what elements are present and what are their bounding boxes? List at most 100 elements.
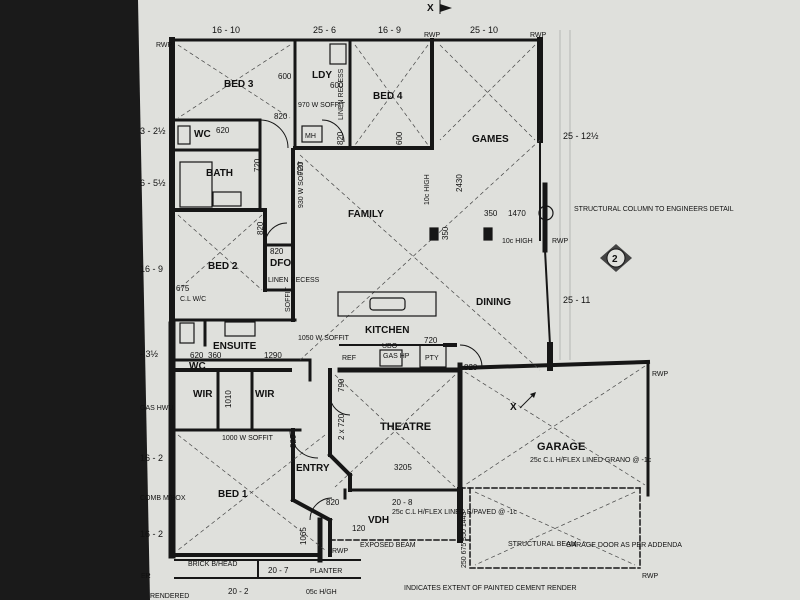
dimension-labels: 16 - 10 25 - 6 16 - 9 25 - 10 25 - 12½ 2… (140, 25, 599, 596)
room-vdh: VDH (368, 515, 389, 526)
note-mh: MH (305, 133, 316, 140)
dim-dining-depth: 25 - 11 (563, 295, 590, 305)
dim-bottom-20-7: 20 - 7 (268, 566, 289, 575)
dim-675: 675 (176, 284, 190, 293)
dim-820-entry: 820 (289, 434, 298, 448)
door-swings (259, 119, 483, 521)
dim-820-vdh: 820 (326, 498, 340, 507)
note-north-x: X (427, 3, 434, 14)
dim-820-ldy: 820 (336, 131, 345, 145)
room-kitchen: KITCHEN (365, 325, 409, 336)
dim-games-depth: 25 - 12½ (563, 131, 599, 141)
room-wc-upper: WC (194, 129, 211, 140)
note-rwp-4: RWP (552, 238, 569, 245)
north-marker (439, 0, 452, 14)
dim-left-16-2a: 16 - 2 (140, 453, 163, 463)
note-gas-hp: GAS HP (383, 353, 410, 360)
dim-bed3-width: 16 - 10 (212, 25, 240, 35)
dim-820-bed3: 820 (274, 112, 288, 121)
room-entry: ENTRY (296, 463, 330, 474)
note-rwp-5: RWP (652, 371, 669, 378)
dim-bed4-width: 16 - 9 (378, 25, 401, 35)
ldy-tub-fixture (329, 43, 347, 65)
kitchen-island-fixture (337, 291, 437, 317)
note-structural-column: STRUCTURAL COLUMN TO ENGINEERS DETAIL (574, 206, 734, 213)
hotplate-fixture (379, 349, 403, 367)
ceiling-diagonals (177, 44, 646, 566)
dim-left-16-2b: 16 - 2 (140, 529, 163, 539)
dim-620-ens: 620 (190, 351, 204, 360)
garage-x-marker (519, 392, 536, 409)
room-games: GAMES (472, 134, 509, 145)
dim-600-ldy: 600 (330, 81, 344, 90)
note-cl-wc: C.L W/C (180, 296, 206, 303)
dim-600-bed4: 600 (395, 131, 404, 145)
dim-vdh-width: 20 - 8 (392, 498, 413, 507)
dim-360: 360 (208, 351, 222, 360)
column-fixture-a (429, 227, 439, 241)
note-soffit-930: 930 W SOFFIT (298, 160, 305, 208)
dim-720-fam: 720 (296, 161, 305, 175)
column-fixture-b (483, 227, 493, 241)
dim-1065: 1065 (299, 527, 308, 545)
walls (168, 37, 651, 579)
note-rwp-2: RWP (424, 32, 441, 39)
fixtures (177, 43, 554, 368)
room-labels: BED 3 LDY BED 4 GAMES WC BATH FAMILY BED… (189, 70, 585, 526)
note-bottom-er: ER (141, 573, 151, 580)
room-ensuite: ENSUITE (213, 341, 257, 352)
note-structural-beam: STRUCTURAL BEAM (508, 541, 577, 548)
annotation-notes: RWP RWP RWP RWP RWP RWP RWP 970 W SOFFIT… (140, 3, 734, 600)
pantry-fixture (419, 344, 447, 368)
sink-fixture (369, 297, 406, 311)
room-dfo: DFO (270, 258, 291, 269)
dim-left-16-9: 16 - 9 (140, 264, 163, 274)
note-planter: PLANTER (310, 568, 342, 575)
dim-350b: 350 (441, 226, 450, 240)
note-10c-high-1: 10c HIGH (424, 174, 431, 205)
toilet-fixture-lower (179, 322, 195, 344)
vanity-fixture (212, 191, 242, 207)
room-wc-lower: WC (189, 361, 206, 372)
note-ubo: UBO (382, 343, 398, 350)
dim-1010: 1010 (224, 390, 233, 408)
dim-600-bed3: 600 (278, 72, 292, 81)
dim-games-width: 25 - 10 (470, 25, 498, 35)
room-bed4: BED 4 (373, 91, 403, 102)
dim-620-wc: 620 (216, 126, 230, 135)
ensuite-basin-fixture (224, 321, 256, 337)
room-theatre: THEATRE (380, 421, 431, 433)
dim-820-dfo: 820 (270, 247, 284, 256)
room-ldy: LDY (312, 70, 332, 81)
note-garage-spec: 25c C.L H/FLEX LINED GRANO @ -1c (530, 457, 652, 464)
bathtub-fixture (179, 161, 213, 208)
note-linen-2: LINEN RECESS (268, 277, 320, 284)
sheet-guidelines (559, 30, 571, 360)
note-ref: REF (342, 355, 356, 362)
note-soffit-970: 970 W SOFFIT (298, 102, 346, 109)
note-pty: PTY (425, 355, 439, 362)
dim-1470: 1470 (508, 209, 526, 218)
note-brick-head: BRICK B/HEAD (188, 561, 237, 568)
dim-820-bed2: 820 (256, 221, 265, 235)
note-render: INDICATES EXTENT OF PAINTED CEMENT RENDE… (404, 585, 577, 592)
dim-2430: 2430 (455, 174, 464, 192)
dim-790: 790 (337, 378, 346, 392)
dim-350a: 350 (484, 209, 498, 218)
note-comb-box: COMB M/BOX (140, 495, 186, 502)
room-bed1: BED 1 (218, 489, 248, 500)
note-garage-x: X (510, 402, 517, 413)
note-10c-high-2: 10c HIGH (502, 238, 533, 245)
note-rwp-3: RWP (530, 32, 547, 39)
dim-2x720: 2 x 720 (337, 413, 346, 440)
note-rwp-6: RWP (332, 548, 349, 555)
note-vdh-spec: 25c C.L H/FLEX LINED B/PAVED @ -1c (392, 509, 517, 516)
structural-column-fixture (538, 205, 554, 221)
room-garage: GARAGE (537, 441, 585, 453)
dim-720-pty: 720 (424, 336, 438, 345)
room-wir-right: WIR (255, 389, 275, 400)
room-dining: DINING (476, 297, 511, 308)
dim-right-col: 250 675 350 1445 (461, 511, 468, 568)
note-gas-hwu: GAS HWU (140, 405, 173, 412)
